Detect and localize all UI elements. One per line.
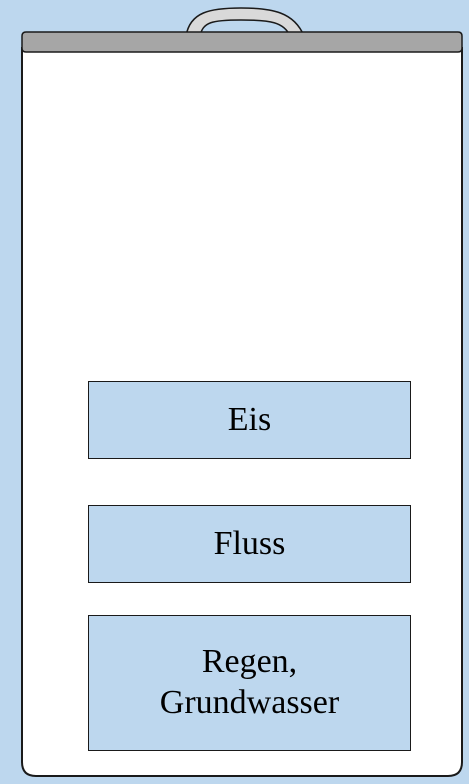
layer-fluss: Fluss <box>88 505 411 583</box>
layer-regen-grundwasser: Regen, Grundwasser <box>88 615 411 751</box>
layer-regen-grundwasser-label: Regen, Grundwasser <box>159 643 340 721</box>
layer-eis: Eis <box>88 381 411 459</box>
layer-eis-label: Eis <box>227 400 272 438</box>
jar-lid <box>21 31 463 53</box>
layer-fluss-label: Fluss <box>213 524 286 562</box>
